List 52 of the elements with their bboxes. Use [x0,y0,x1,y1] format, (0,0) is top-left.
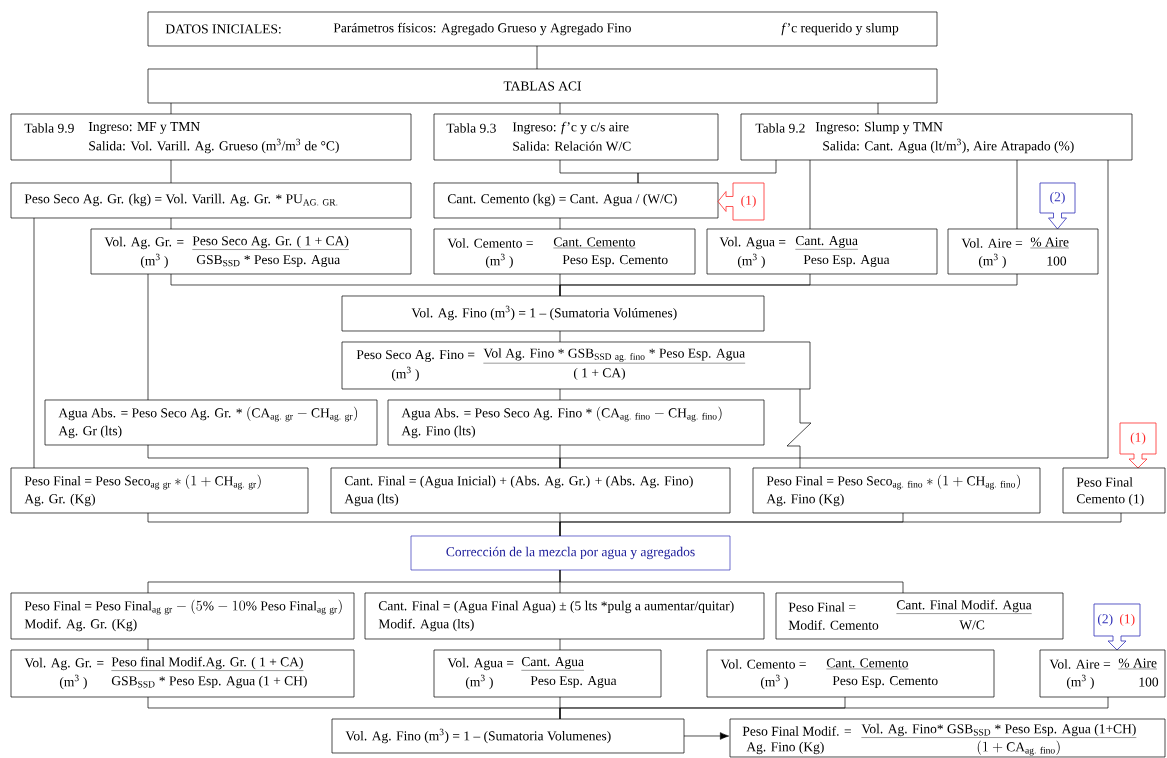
formula-box: Vol. Cemento = (m$^{3}$ ) Cant. Cemento Peso Esp. Cemento [706,649,995,698]
formula-box: Vol. Aire = (m$^{3}$ ) % Aire 100 [1039,649,1166,698]
connector-line [559,273,1018,297]
connector-line [170,159,172,184]
formula-box: Peso Final = Modif. Cemento Cant. Final Modif. Agua W/C [775,592,1064,640]
connector-line [559,444,561,469]
connector-line [559,330,561,343]
formula-box: DATOS INICIALES: Parámetros físicos: Agregado Grueso y Agregado Fino f’c requerido y slump [147,11,938,47]
connector-line [1016,159,1018,230]
formula-box: Corrección de la mezcla por agua y agregados [410,535,731,571]
formula-box: Tabla 9.3 Ingreso: f’c y c/s aire Salida: Relación W/C [433,113,719,161]
formula-box: Peso Final = $\mathrm{Peso\ Seco}_{\mathrm{ag\ gr}} * (1 + \mathrm{CH}_{\mathrm{ag.\ gr}})$ Ag. Gr. (Kg) [10,467,309,514]
connector-line [877,102,879,115]
formula-box: Cant. Final = (Agua Final Agua) ± (5 lts *pulg a aumentar/quitar) Modif. Agua (lts) [364,592,765,640]
arrow [683,732,729,740]
formula-box: Peso Final Modif. = Ag. Fino (Kg) Vol. Ag. Fino* GSB$_{SSD}$ * Peso Esp. Agua (1+CH) $(1 + \mathrm{CA}_{\mathrm{ag.\ fino}})$ [729,718,1166,758]
connector-line [33,217,35,469]
formula-box: Vol. Ag. Fino (m$^{3}$) = 1 – (Sumatoria Volumenes) [331,718,685,754]
connector-line [637,159,777,184]
formula-box: Peso Seco Ag. Gr. (kg) = Vol. Varill. Ag. Gr. * $\mathrm{PU}_{\mathrm{AG.\ GR.}}$ [10,182,412,219]
connector-line [786,388,812,469]
connector-line [536,45,538,70]
connector-line [559,217,561,230]
formula-box: Tabla 9.9 Ingreso: MF y TMN Salida: Vol. Varill. Ag. Grueso (m$^{3}$/m$^{3}$ de °C) [10,113,412,161]
connector-line [147,638,149,651]
formula-box: Agua Abs. = Peso Seco Ag. Fino * $(\mathrm{CA}_{\mathrm{ag.\ fino}} - \mathrm{CH}_{\mathrm{ag.\ fino}})$ Ag. Fino (lts) [387,399,765,446]
connector-line [147,273,149,401]
connector-line [559,638,561,651]
connector-line [170,102,172,115]
formula-box: Cant. Final = (Agua Inicial) + (Abs. Ag. Gr.) + (Abs. Ag. Fino) Agua (lts) [330,467,731,514]
connector-line [559,388,561,401]
formula-box: Agua Abs. = Peso Seco Ag. Gr. * $(\mathrm{CA}_{\mathrm{ag.\ gr}} - \mathrm{CH}_{\mathrm{ag.\ gr}})$ Ag. Gr (lts) [44,399,378,446]
formula-box: Peso Final = $\mathrm{Peso\ Seco}_{\mathrm{ag.\ fino}} * (1 + \mathrm{CH}_{\mathrm{ag.\ fino}})$ Ag. Fino (Kg) [752,467,1041,514]
formula-box: Cant. Cemento (kg) = Cant. Agua / (W/C) [433,182,719,219]
formula-box: Vol. Aire = (m$^{3}$ ) % Aire 100 [947,228,1099,275]
connector-line [809,159,811,230]
connector-line [559,569,904,594]
formula-box: Peso Final Cemento (1) [1062,467,1166,514]
formula-box: Vol. Cemento = (m$^{3}$ ) Cant. Cemento Peso Esp. Cemento [433,228,696,275]
formula-box: Vol. Ag. Gr. = (m$^{3}$ ) Peso final Modif.Ag. Gr. ( 1 + CA) GSB$_{SSD}$ * Peso Esp. Agua (1 + CH) [10,649,355,698]
formula-box: Vol. Agua = (m$^{3}$ ) Cant. Agua Peso Esp. Agua [433,649,662,698]
formula-box: TABLAS ACI [147,68,938,104]
formula-box: Peso Final = $\mathrm{Peso\ Final}_{\mathrm{ag\ gr}} - (5\% - 10\%\ \mathrm{Peso\ Final}_{\mathrm{ag\ gr}})$ Modif. Ag. Gr. (Kg) [10,592,355,640]
connector-line [559,696,1109,720]
formula-box: Vol. Agua = (m$^{3}$ ) Cant. Agua Peso Esp. Agua [706,228,938,275]
formula-box: Vol. Ag. Fino (m$^{3}$) = 1 – (Sumatoria Volúmenes) [341,295,765,332]
formula-box: Peso Seco Ag. Fino = (m$^{3}$ ) Vol Ag. Fino * $\mathrm{GSB}_{\mathrm{SSD\ ag.\ fino}}$ * Peso Esp. Agua ( 1 + CA) [341,341,811,390]
formula-box: Tabla 9.2 Ingreso: Slump y TMN Salida: Cant. Agua (lt/m$^{3}$), Aire Atrapado (%) [740,113,1133,161]
formula-box: Vol. Ag. Gr. = (m$^{3}$ ) Peso Seco Ag. Gr. ( 1 + CA) GSB$_{SSD}$ * Peso Esp. Agua [90,228,412,275]
connector-line [559,102,561,115]
connector-line [170,217,172,230]
connector-line [559,512,1122,537]
